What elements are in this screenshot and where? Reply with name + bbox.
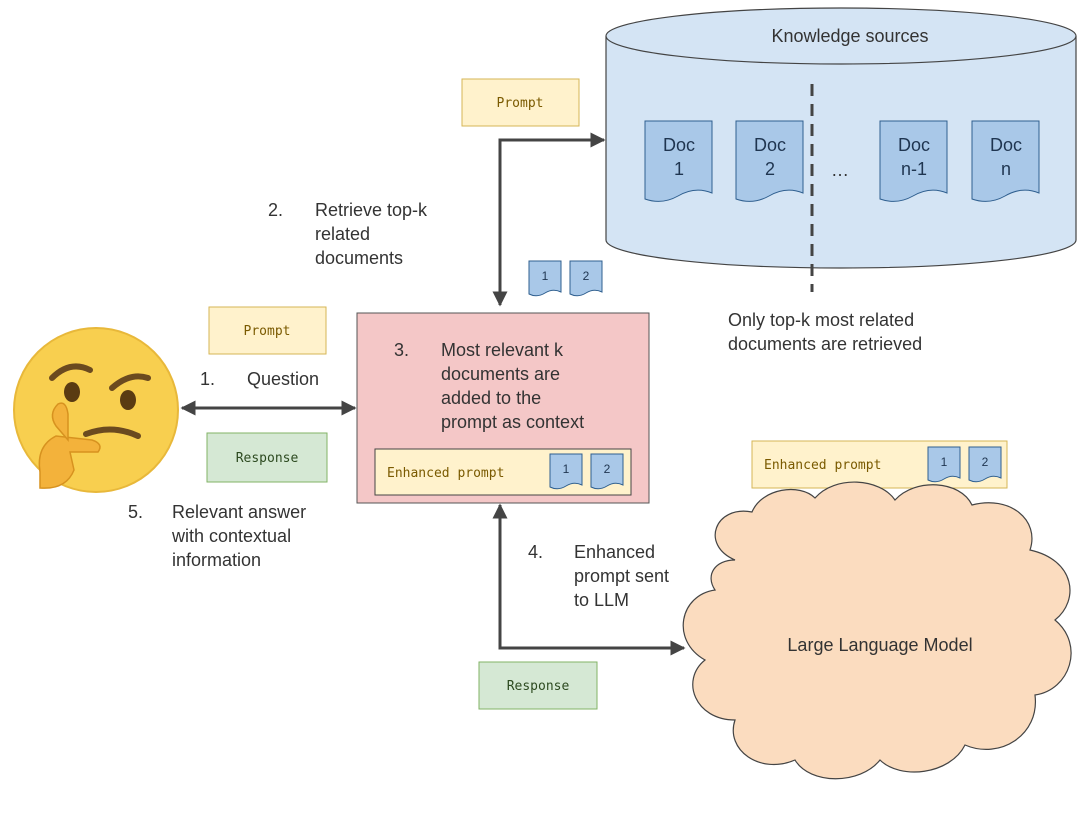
enhanced-inner-doc-2: 2 — [604, 462, 611, 476]
context-box: 3. Most relevant k documents are added t… — [356, 312, 650, 504]
step4-line1: Enhanced — [574, 542, 655, 562]
step5-line3: information — [172, 550, 261, 570]
doc-n-line1: Doc — [990, 135, 1022, 155]
enhanced-right-doc-2: 2 — [982, 455, 989, 469]
step1-text: Question — [247, 369, 319, 389]
llm-label: Large Language Model — [787, 635, 972, 655]
enhanced-inner-doc-1: 1 — [563, 462, 570, 476]
step4-line2: prompt sent — [574, 566, 669, 586]
docs-ellipsis: … — [831, 160, 849, 180]
retrieved-mini-docs: 1 2 — [528, 260, 603, 297]
doc-n-minus-1-line2: n-1 — [901, 159, 927, 179]
llm-cloud: Large Language Model — [682, 481, 1072, 780]
enhanced-right-doc-1: 1 — [941, 455, 948, 469]
enhanced-prompt-right: Enhanced prompt 1 2 — [751, 440, 1008, 489]
prompt-box-left-label: Prompt — [244, 324, 291, 339]
prompt-box-top-label: Prompt — [497, 96, 544, 111]
prompt-box-top: Prompt — [461, 78, 580, 127]
step3-line1: Most relevant k — [441, 340, 564, 360]
enhanced-prompt-right-label: Enhanced prompt — [764, 458, 881, 473]
llm-arrow — [492, 503, 686, 656]
response-box-bottom-label: Response — [507, 679, 570, 694]
doc-n-line2: n — [1001, 159, 1011, 179]
step3-number: 3. — [394, 340, 409, 360]
step5-line1: Relevant answer — [172, 502, 306, 522]
response-box-left-label: Response — [236, 451, 299, 466]
step5-number: 5. — [128, 502, 143, 522]
doc-2-line1: Doc — [754, 135, 786, 155]
thinking-face-icon — [13, 327, 179, 493]
doc-n-minus-1-line1: Doc — [898, 135, 930, 155]
top-k-note-line2: documents are retrieved — [728, 334, 922, 354]
step1-number: 1. — [200, 369, 215, 389]
doc-n-minus-1: Doc n-1 — [879, 120, 948, 202]
enhanced-prompt-inner: Enhanced prompt 1 2 — [374, 448, 632, 496]
step4-number: 4. — [528, 542, 543, 562]
response-box-bottom: Response — [478, 661, 598, 710]
step3-line3: added to the — [441, 388, 541, 408]
doc-1-line2: 1 — [674, 159, 684, 179]
top-k-note-line1: Only top-k most related — [728, 310, 914, 330]
prompt-box-left: Prompt — [208, 306, 327, 355]
knowledge-sources-title: Knowledge sources — [771, 26, 928, 46]
retrieved-mini-doc-2: 2 — [583, 269, 590, 283]
doc-1-line1: Doc — [663, 135, 695, 155]
step2-line3: documents — [315, 248, 403, 268]
step5-line2: with contextual — [171, 526, 291, 546]
step2-line1: Retrieve top-k — [315, 200, 428, 220]
retrieve-arrow — [492, 132, 606, 307]
step3-line4: prompt as context — [441, 412, 584, 432]
knowledge-sources-cylinder: Knowledge sources — [605, 7, 1077, 269]
step3-line2: documents are — [441, 364, 560, 384]
doc-n: Doc n — [971, 120, 1040, 202]
doc-2: Doc 2 — [735, 120, 804, 202]
step2-line2: related — [315, 224, 370, 244]
doc-1: Doc 1 — [644, 120, 713, 202]
step2-number: 2. — [268, 200, 283, 220]
step4-line3: to LLM — [574, 590, 629, 610]
enhanced-prompt-inner-label: Enhanced prompt — [387, 466, 504, 481]
response-box-left: Response — [206, 432, 328, 483]
retrieved-mini-doc-1: 1 — [542, 269, 549, 283]
doc-2-line2: 2 — [765, 159, 775, 179]
